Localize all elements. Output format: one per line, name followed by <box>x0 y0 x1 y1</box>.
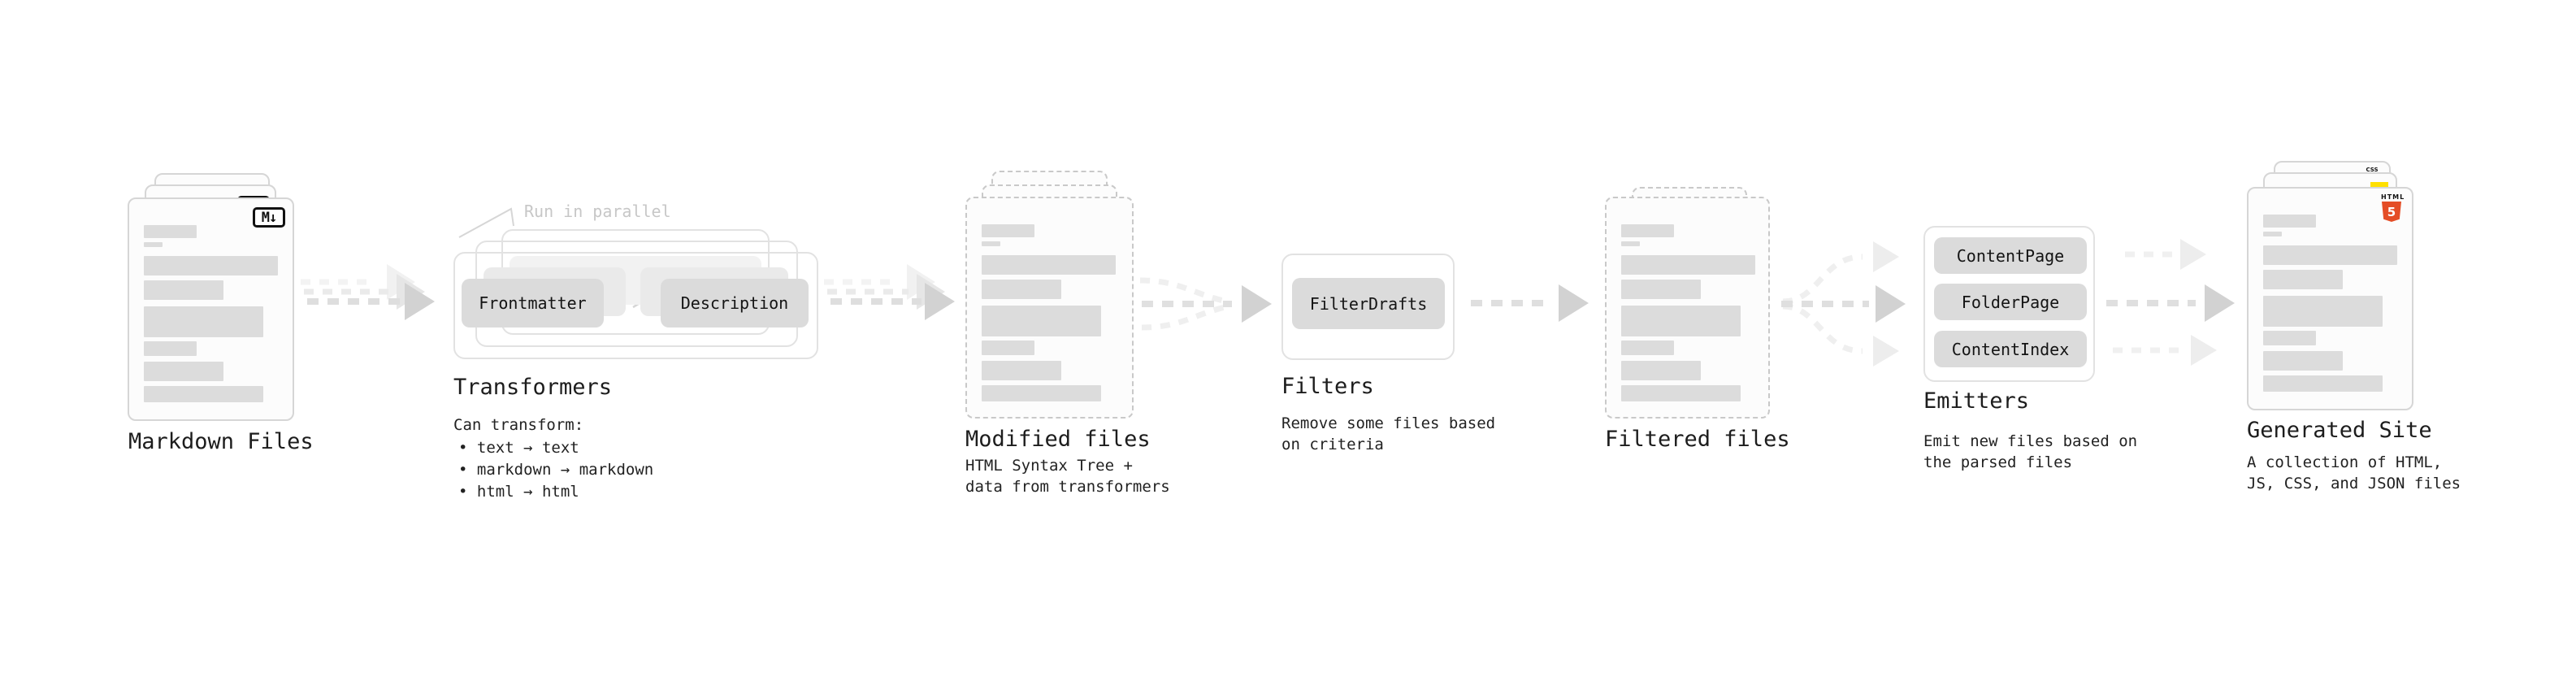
desc-line: Emit new files based on <box>1923 432 2138 450</box>
transformer-chip-description: Description <box>661 279 809 327</box>
arrow-filtered-to-emitters <box>1781 241 1906 367</box>
arrow-markdown-to-transformers <box>301 264 435 320</box>
desc-line: data from transformers <box>965 478 1170 496</box>
arrow-filters-to-filtered <box>1471 284 1589 322</box>
filter-chip-filterdrafts: FilterDrafts <box>1292 278 1445 329</box>
arrow-transformers-to-modified <box>824 264 955 320</box>
transformers-desc-heading: Can transform: <box>453 416 584 434</box>
filters-description: Remove some files based on criteria <box>1281 413 1495 455</box>
generated-site-label: Generated Site <box>2247 418 2432 443</box>
emitter-chip-contentindex: ContentIndex <box>1934 331 2087 367</box>
emitters-description: Emit new files based on the parsed files <box>1923 431 2137 473</box>
filtered-files-stack <box>1605 187 1770 423</box>
markdown-file-card-front: M↓ <box>128 197 294 421</box>
transformers-title: Transformers <box>453 375 613 400</box>
html-file-card: HTML 5 <box>2247 187 2413 410</box>
markdown-files-stack: M↓ M↓ M↓ <box>128 173 294 425</box>
desc-line: HTML Syntax Tree + <box>965 457 1133 475</box>
run-in-parallel-annotation: Run in parallel <box>524 202 671 221</box>
markdown-icon: M↓ <box>253 207 285 228</box>
annotation-connector <box>458 207 514 238</box>
bullet-item: • html → html <box>458 483 579 501</box>
desc-line: the parsed files <box>1923 453 2073 471</box>
desc-line: A collection of HTML, <box>2247 453 2443 471</box>
bullet-item: • markdown → markdown <box>458 461 654 479</box>
transformer-panel-front <box>453 252 818 359</box>
filters-panel <box>1281 254 1455 360</box>
generated-site-stack: CSS JS HTML 5 <box>2247 161 2413 413</box>
transformers-description: Can transform: <box>453 414 583 436</box>
emitters-panel <box>1923 226 2095 382</box>
emitters-title: Emitters <box>1923 388 2030 414</box>
arrow-emitters-to-generated <box>2106 239 2235 366</box>
modified-files-stack <box>965 171 1134 423</box>
html5-icon: HTML 5 <box>2381 194 2404 222</box>
emitter-chip-folderpage: FolderPage <box>1934 284 2087 320</box>
modified-file-card-front <box>965 197 1134 419</box>
filters-title: Filters <box>1281 374 1374 399</box>
modified-files-label: Modified files <box>965 427 1151 452</box>
filtered-files-label: Filtered files <box>1605 427 1790 452</box>
modified-files-description: HTML Syntax Tree + data from transformer… <box>965 455 1170 497</box>
emitter-chip-contentpage: ContentPage <box>1934 237 2087 274</box>
arrow-modified-to-filters <box>1139 277 1272 331</box>
bullet-item: • text → text <box>458 439 579 457</box>
transformer-chip-frontmatter: Frontmatter <box>462 279 604 327</box>
desc-line: Remove some files based <box>1281 414 1496 432</box>
markdown-files-label: Markdown Files <box>128 429 314 454</box>
desc-line: JS, CSS, and JSON files <box>2247 475 2461 492</box>
filtered-file-card-front <box>1605 197 1770 419</box>
desc-line: on criteria <box>1281 436 1384 453</box>
transformers-bullet-list: • text → text • markdown → markdown • ht… <box>458 437 653 503</box>
generated-site-description: A collection of HTML, JS, CSS, and JSON … <box>2247 452 2461 494</box>
